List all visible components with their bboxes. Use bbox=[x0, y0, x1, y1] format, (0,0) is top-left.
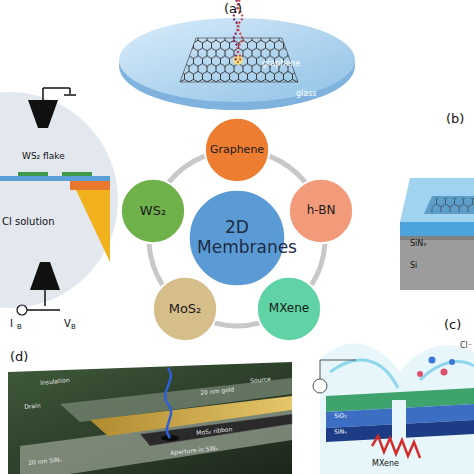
electrode-bottom bbox=[30, 262, 60, 290]
ring-connector bbox=[169, 156, 205, 182]
ws2-flake bbox=[62, 172, 92, 176]
node-label: h-BN bbox=[291, 204, 351, 218]
part-label: I bbox=[10, 318, 13, 329]
ion bbox=[441, 369, 448, 376]
circle-fill bbox=[189, 190, 286, 287]
material-circle: MXene bbox=[256, 276, 322, 342]
node-label: MXene bbox=[259, 302, 319, 316]
ground-wire bbox=[69, 88, 71, 94]
substrate-layer bbox=[70, 181, 110, 190]
material-circle: MoS₂ bbox=[152, 276, 218, 342]
panel-letter: (b) bbox=[446, 112, 464, 126]
center-circle: 2D Membranes bbox=[187, 188, 287, 288]
substrate-wedge bbox=[76, 190, 110, 262]
wire bbox=[43, 87, 70, 89]
node-label: Graphene bbox=[205, 144, 269, 157]
wire bbox=[42, 88, 44, 100]
ring-connector bbox=[312, 244, 325, 285]
ion bbox=[449, 359, 455, 365]
part-label: WS₂ flake bbox=[22, 152, 65, 162]
ground-symbol bbox=[64, 94, 76, 96]
part-label: glass bbox=[296, 90, 317, 99]
part-label: SiNₓ bbox=[410, 240, 427, 249]
electrode-top bbox=[28, 100, 58, 128]
sinx-top bbox=[400, 178, 474, 222]
ammeter-symbol bbox=[17, 305, 27, 315]
part-label: SiNₓ bbox=[334, 428, 347, 435]
ion bbox=[429, 357, 436, 364]
circle-fill bbox=[121, 179, 185, 243]
node-label: MoS₂ bbox=[155, 302, 215, 317]
panel-letter: (c) bbox=[444, 318, 461, 332]
ws2-flake bbox=[18, 172, 48, 176]
circle-fill bbox=[289, 179, 353, 243]
device-background bbox=[8, 362, 292, 474]
electrolyte-splash bbox=[320, 343, 474, 474]
ring-connector bbox=[269, 156, 305, 182]
wire bbox=[320, 360, 356, 361]
mxene-helix bbox=[372, 436, 420, 458]
wire bbox=[27, 309, 60, 311]
part-label: Si bbox=[410, 262, 417, 271]
part-label: MXene bbox=[372, 460, 399, 469]
material-circle: Graphene bbox=[204, 117, 270, 183]
material-circle: h-BN bbox=[288, 178, 354, 244]
part-label: Cl⁻ bbox=[460, 342, 472, 351]
material-circle: WS₂ bbox=[120, 178, 186, 244]
2d-membrane bbox=[430, 198, 474, 212]
ring-connector bbox=[149, 244, 162, 285]
part-label: V bbox=[64, 318, 71, 329]
part-label: B bbox=[17, 324, 22, 332]
node-label: WS₂ bbox=[123, 204, 183, 219]
cell-background bbox=[0, 92, 118, 308]
membrane-layer bbox=[0, 176, 110, 181]
dna-strand bbox=[165, 368, 171, 438]
mos2-ribbon bbox=[140, 414, 292, 446]
ion bbox=[417, 371, 423, 377]
part-label: B bbox=[71, 324, 76, 332]
membrane-window bbox=[424, 196, 474, 214]
part-label: SiO₂ bbox=[334, 412, 347, 419]
nanopore-gap bbox=[392, 400, 406, 444]
part-label: Cl solution bbox=[2, 216, 55, 227]
wire bbox=[44, 290, 46, 306]
meter-symbol bbox=[313, 379, 327, 393]
circle-fill bbox=[153, 277, 217, 341]
wire bbox=[320, 360, 321, 379]
si-substrate bbox=[400, 236, 474, 290]
nanopore bbox=[233, 55, 243, 65]
sinx-front bbox=[400, 222, 474, 236]
ring-connector bbox=[215, 323, 259, 326]
circle-fill bbox=[205, 118, 269, 182]
node-label: 2D Membranes bbox=[197, 218, 277, 257]
part-label: graphene bbox=[262, 60, 300, 69]
panel-letter: (a) bbox=[224, 2, 242, 16]
circle-fill bbox=[257, 277, 321, 341]
panel-letter: (d) bbox=[10, 350, 28, 364]
